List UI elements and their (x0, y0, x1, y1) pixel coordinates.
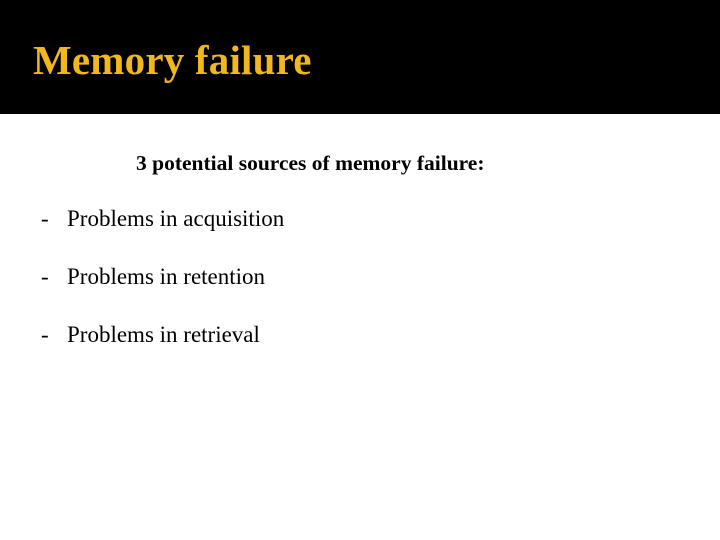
bullet-list: - Problems in acquisition - Problems in … (41, 205, 681, 379)
slide-body: 3 potential sources of memory failure: -… (0, 114, 720, 540)
slide-title: Memory failure (33, 37, 312, 83)
list-item-label: Problems in retention (67, 264, 266, 289)
slide-subtitle: 3 potential sources of memory failure: (136, 151, 485, 175)
bullet-marker-icon: - (41, 264, 49, 289)
list-item-label: Problems in acquisition (67, 206, 285, 231)
title-band (0, 0, 720, 114)
list-item: - Problems in retrieval (41, 321, 681, 379)
list-item: - Problems in acquisition (41, 205, 681, 263)
bullet-marker-icon: - (41, 322, 49, 347)
list-item: - Problems in retention (41, 263, 681, 321)
bullet-marker-icon: - (41, 206, 49, 231)
list-item-label: Problems in retrieval (67, 322, 260, 347)
